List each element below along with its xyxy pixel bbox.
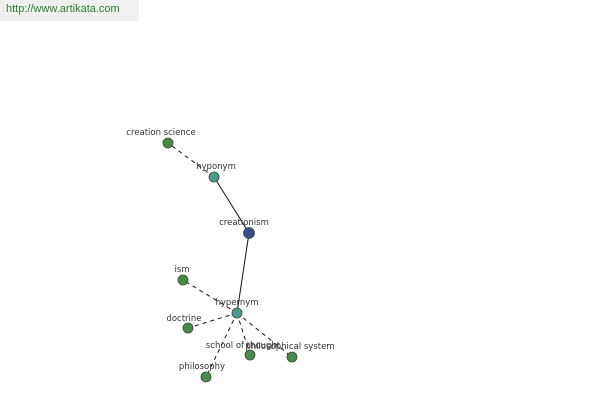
edge-hypernym-to-philosophical-system <box>236 312 293 358</box>
graph-nodes <box>162 137 298 383</box>
label-ism[interactable]: ism <box>174 265 189 275</box>
label-doctrine[interactable]: doctrine <box>166 314 201 324</box>
graph-labels: creationism hyponym hypernym creation scien… <box>126 128 334 372</box>
label-hyponym[interactable]: hyponym <box>196 162 236 172</box>
node-ism[interactable] <box>177 274 189 286</box>
edge-hyponym-to-creation-science <box>167 142 215 178</box>
graph-edges <box>167 142 293 378</box>
node-philosophical-system[interactable] <box>286 351 298 363</box>
label-creationism[interactable]: creationism <box>219 218 269 228</box>
label-school-of-thought[interactable]: school of thought <box>206 341 281 351</box>
node-school-of-thought[interactable] <box>244 349 256 361</box>
node-hypernym[interactable] <box>231 307 243 319</box>
edge-hypernym-to-ism <box>182 279 238 314</box>
node-hyponym[interactable] <box>208 171 220 183</box>
edge-creationism-to-hyponym <box>213 176 250 234</box>
edge-hypernym-to-doctrine <box>187 312 238 329</box>
node-philosophy[interactable] <box>200 371 212 383</box>
label-creation-science[interactable]: creation science <box>126 128 195 138</box>
site-url[interactable]: http://www.artikata.com <box>0 0 139 21</box>
node-doctrine[interactable] <box>182 322 194 334</box>
label-philosophy[interactable]: philosophy <box>179 362 225 372</box>
label-hypernym[interactable]: hypernym <box>215 298 258 308</box>
node-creationism[interactable] <box>243 227 255 239</box>
node-creation-science[interactable] <box>162 137 174 149</box>
edge-creationism-to-hypernym <box>236 232 250 314</box>
edge-hypernym-to-philosophy <box>205 312 238 378</box>
label-philosophical-system[interactable]: philosophical system <box>245 342 334 352</box>
